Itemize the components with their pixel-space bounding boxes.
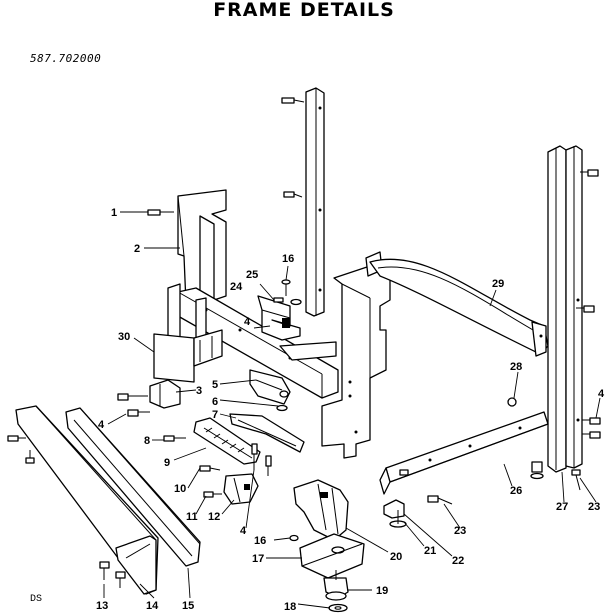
part-21-22-bracket (383, 499, 407, 528)
label-part-10: 10 (174, 483, 186, 495)
label-part-12: 12 (208, 511, 220, 523)
part-1-screw (147, 209, 174, 216)
part-10-screw (199, 465, 221, 472)
part-25-screw (273, 297, 302, 306)
callout-labels: 1 2 3 4 4 4 4 5 6 7 8 9 10 11 12 13 14 1… (96, 207, 605, 613)
label-part-11: 11 (186, 511, 198, 523)
label-part-7: 7 (212, 409, 218, 421)
label-part-4-left: 4 (98, 419, 105, 431)
label-part-14: 14 (146, 600, 159, 612)
part-16-screw-upper (281, 279, 291, 296)
part-11-screw (203, 491, 222, 498)
main-cross-frame (167, 283, 339, 399)
part-19-leveler (323, 570, 349, 601)
label-part-13: 13 (96, 600, 108, 612)
label-part-17: 17 (252, 553, 264, 565)
part-17-plate (299, 533, 365, 579)
label-part-15: 15 (182, 600, 194, 612)
label-part-16-lower: 16 (254, 535, 266, 547)
part-15-rail (65, 407, 201, 567)
label-part-3: 3 (196, 385, 202, 397)
model-number: 587.702000 (30, 52, 102, 65)
part-14-left-rail (15, 405, 159, 595)
rear-frame-section (321, 251, 391, 459)
label-part-23-right: 23 (588, 501, 600, 513)
part-7-lever (229, 413, 305, 453)
label-part-8: 8 (144, 435, 150, 447)
diagram-code: DS (30, 594, 43, 605)
label-part-4-center: 4 (244, 316, 251, 328)
part-26-leveler-foot (530, 461, 544, 480)
part-23-screw-right (571, 469, 581, 491)
screw-left-rail-foot (25, 450, 35, 464)
label-part-2: 2 (134, 243, 140, 255)
part-3-clip (149, 379, 181, 409)
label-part-4-right: 4 (598, 388, 605, 400)
label-part-1: 1 (111, 207, 117, 219)
diagram-title: FRAME DETAILS (213, 0, 395, 21)
part-20-hinge-assembly (293, 479, 349, 541)
label-part-29: 29 (492, 278, 504, 290)
part-18-washer (328, 603, 348, 613)
label-part-27: 27 (556, 501, 568, 513)
label-part-5: 5 (212, 379, 218, 391)
label-part-22: 22 (452, 555, 464, 567)
screw-left-rail-end (7, 435, 26, 442)
label-part-19: 19 (376, 585, 388, 597)
screw-right-upright-mid (576, 305, 595, 313)
label-part-9: 9 (164, 457, 170, 469)
label-part-4-hinge: 4 (240, 525, 247, 537)
part-4-screw-hinge (251, 443, 272, 476)
screw-top-post (281, 97, 305, 104)
part-23-screw-base (427, 495, 453, 505)
label-part-18: 18 (284, 601, 296, 613)
part-6-screw (276, 404, 288, 412)
rear-upright-post (305, 87, 325, 317)
part-9-hinge-strip (193, 417, 261, 465)
label-part-21: 21 (424, 545, 436, 557)
part-12-hinge (223, 473, 259, 505)
label-part-16-upper: 16 (282, 253, 294, 265)
part-29-rear-rail (369, 258, 549, 357)
label-part-24: 24 (230, 281, 243, 293)
part-24-bracket (257, 295, 301, 341)
label-part-25: 25 (246, 269, 258, 281)
label-part-26: 26 (510, 485, 522, 497)
part-8-screw (163, 435, 186, 442)
label-part-28: 28 (510, 361, 522, 373)
label-part-30: 30 (118, 331, 130, 343)
label-part-6: 6 (212, 396, 218, 408)
screw-right-upright-low (582, 431, 601, 439)
part-4-screw-left (117, 393, 148, 401)
label-part-20: 20 (390, 551, 402, 563)
screw-right-upright-4 (582, 417, 601, 425)
part-30-plate (153, 329, 223, 383)
part-5-bracket (249, 369, 291, 405)
leader-lines (103, 211, 601, 609)
part-26-base-rail (379, 411, 549, 495)
part-4-screw-left-2 (127, 409, 150, 417)
label-part-23-base: 23 (454, 525, 466, 537)
part-27-right-upright (547, 145, 583, 473)
screw-right-upright-top (580, 169, 599, 177)
screw-mid-post (283, 191, 303, 198)
part-28-screw (507, 397, 517, 407)
part-13-screws (99, 561, 126, 588)
part-16-screw-lower (289, 534, 299, 542)
part-2-side-bracket (177, 189, 227, 305)
